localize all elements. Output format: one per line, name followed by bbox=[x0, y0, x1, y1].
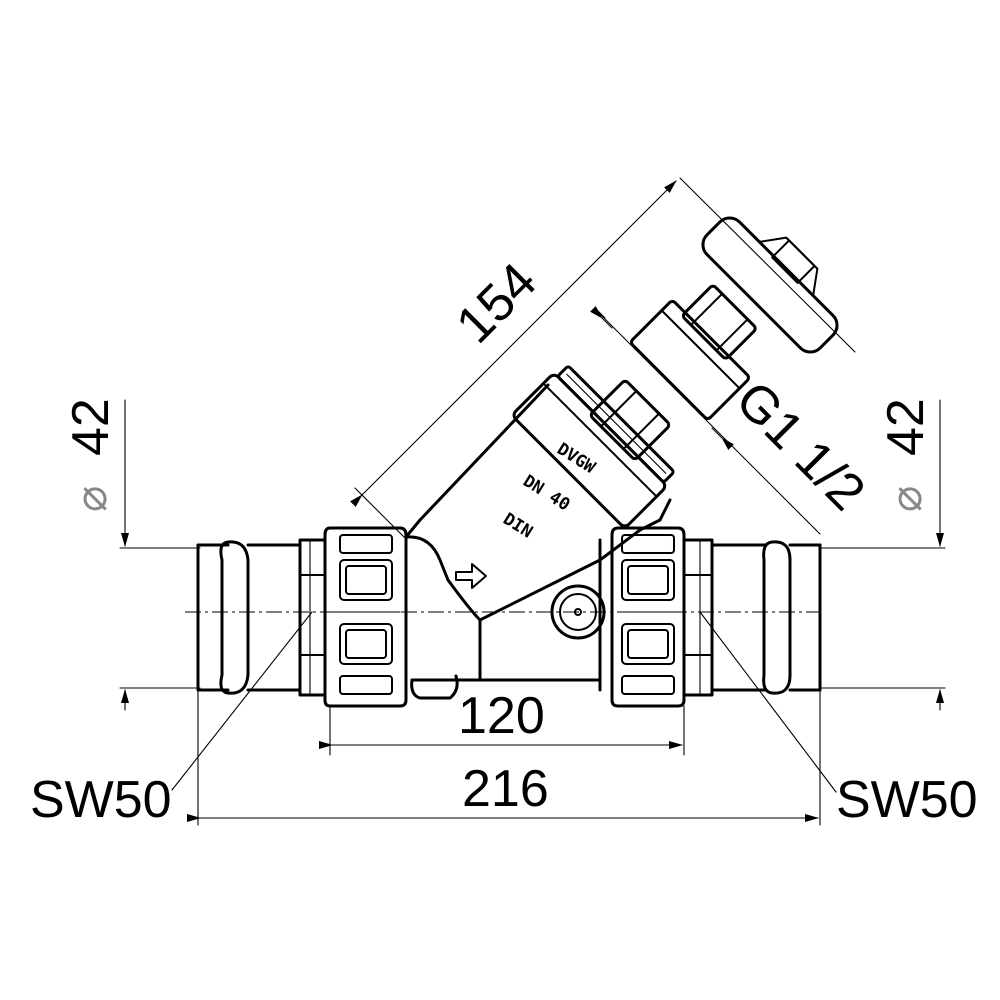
right-diameter-label: 42 bbox=[877, 398, 935, 456]
dimension-body-length: 120 bbox=[319, 687, 685, 756]
right-hex-nut bbox=[682, 538, 714, 697]
dimension-right-diameter: 42 ⌀ bbox=[819, 398, 946, 711]
thread-label: G1 1/2 bbox=[725, 370, 876, 521]
leader-right-wrench: SW50 bbox=[699, 611, 978, 829]
left-diameter-label: 42 bbox=[62, 398, 120, 456]
flow-direction-arrow bbox=[455, 563, 487, 589]
right-wrench-label: SW50 bbox=[836, 771, 978, 829]
right-diameter-symbol: ⌀ bbox=[881, 486, 932, 513]
dimension-overall-length: 216 bbox=[187, 689, 821, 826]
valve-bonnet bbox=[512, 365, 675, 528]
left-diameter-symbol: ⌀ bbox=[66, 486, 117, 513]
marking-dn: DN 40 bbox=[519, 471, 573, 515]
overall-length-label: 216 bbox=[462, 760, 549, 818]
spindle-nut bbox=[681, 284, 757, 360]
left-press-fitting bbox=[196, 540, 302, 695]
leader-left-wrench: SW50 bbox=[30, 611, 313, 829]
stem-length-label: 154 bbox=[445, 252, 547, 354]
handwheel bbox=[701, 216, 839, 354]
marking-din: DIN bbox=[499, 509, 536, 542]
left-wrench-label: SW50 bbox=[30, 771, 172, 829]
body-length-label: 120 bbox=[458, 687, 545, 745]
left-hex-nut bbox=[298, 538, 327, 697]
marking-dvgw: DVGW bbox=[553, 439, 599, 478]
dimension-thread: G1 1/2 bbox=[589, 305, 876, 535]
left-union-nut bbox=[323, 526, 408, 708]
valve-body bbox=[404, 383, 672, 700]
right-union-nut bbox=[610, 526, 686, 708]
right-press-fitting bbox=[710, 540, 822, 695]
dimension-left-diameter: 42 ⌀ bbox=[62, 398, 201, 711]
dimension-stem-length: 154 bbox=[349, 177, 856, 539]
